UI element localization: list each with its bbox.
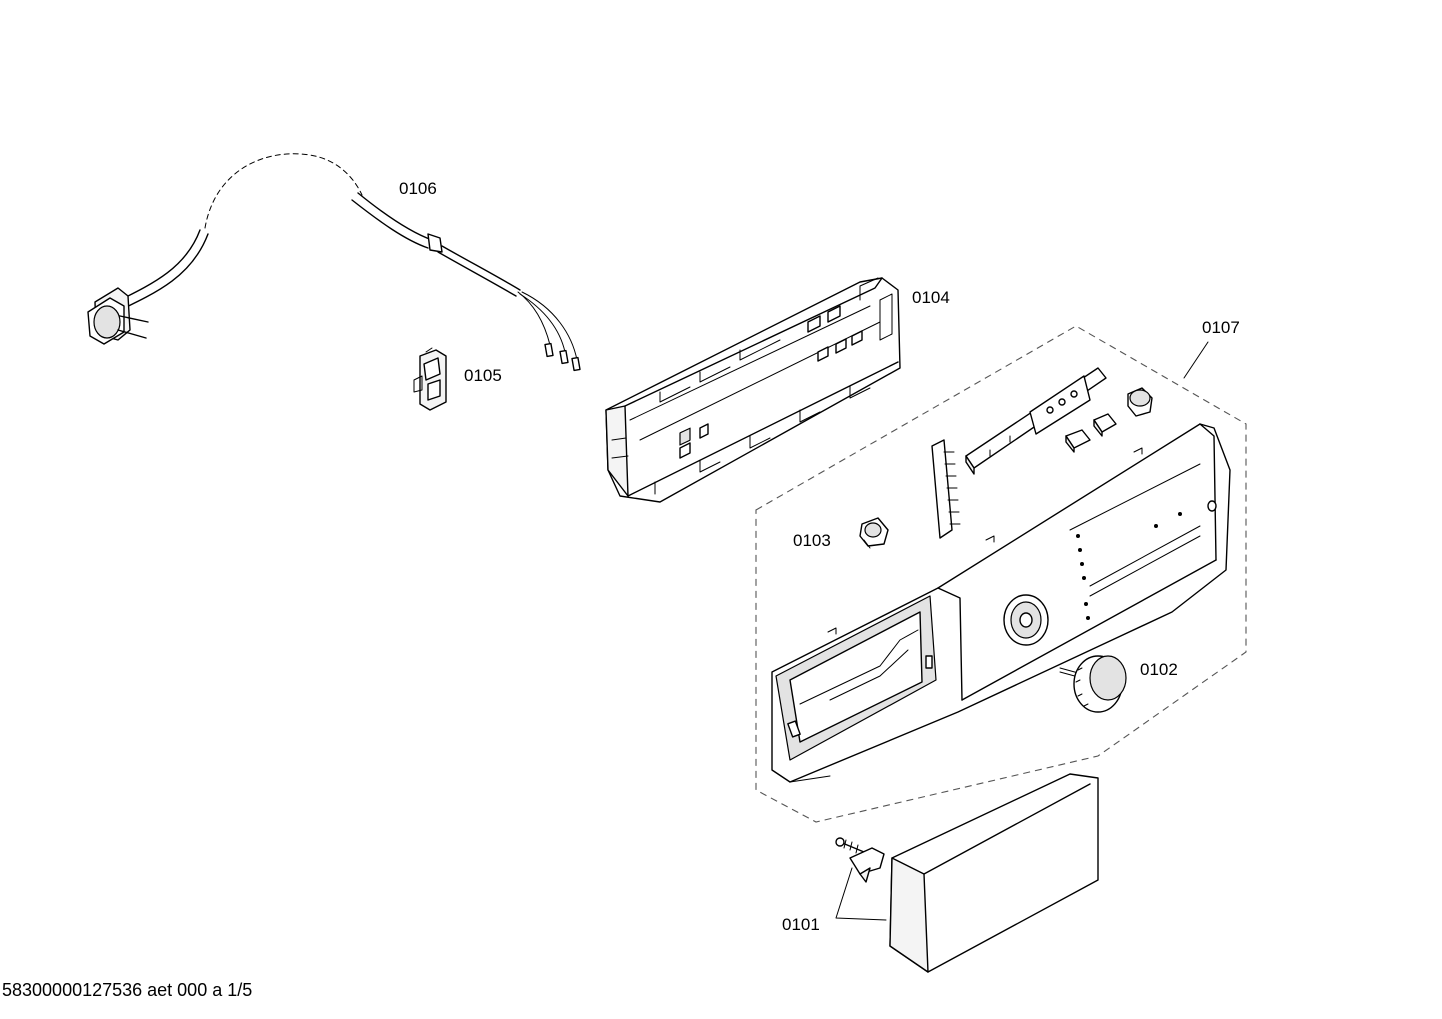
label-0106: 0106 [399, 179, 437, 198]
button-insert-left[interactable] [1065, 429, 1091, 453]
button-insert-right[interactable] [1093, 413, 1117, 437]
push-button-cap[interactable] [1127, 387, 1153, 417]
light-guide-part[interactable] [965, 367, 1107, 475]
selector-knob-part-0102[interactable] [1059, 655, 1127, 713]
label-0103: 0103 [793, 531, 831, 550]
label-0102: 0102 [1140, 660, 1178, 679]
label-0101: 0101 [782, 915, 820, 934]
label-0105: 0105 [464, 366, 502, 385]
leader-lines-0101 [835, 867, 887, 921]
hook-part[interactable] [849, 847, 885, 883]
front-panel[interactable] [771, 423, 1231, 783]
fitting-part-0103[interactable] [859, 517, 889, 549]
module-housing-part-0104[interactable] [605, 277, 901, 503]
drawer-front-part-0101[interactable] [889, 773, 1099, 973]
assembly-boundary-0107 [755, 325, 1247, 823]
leader-line-0107 [1183, 341, 1209, 379]
document-footer-code: 58300000127536 aet 000 a 1/5 [2, 980, 253, 1000]
power-cord-part-0106[interactable] [87, 153, 581, 372]
label-0107: 0107 [1202, 318, 1240, 337]
label-0104: 0104 [912, 288, 950, 307]
clip-part-0105[interactable] [413, 347, 447, 411]
comb-bracket-part[interactable] [931, 439, 961, 539]
screw-part[interactable] [835, 837, 865, 854]
